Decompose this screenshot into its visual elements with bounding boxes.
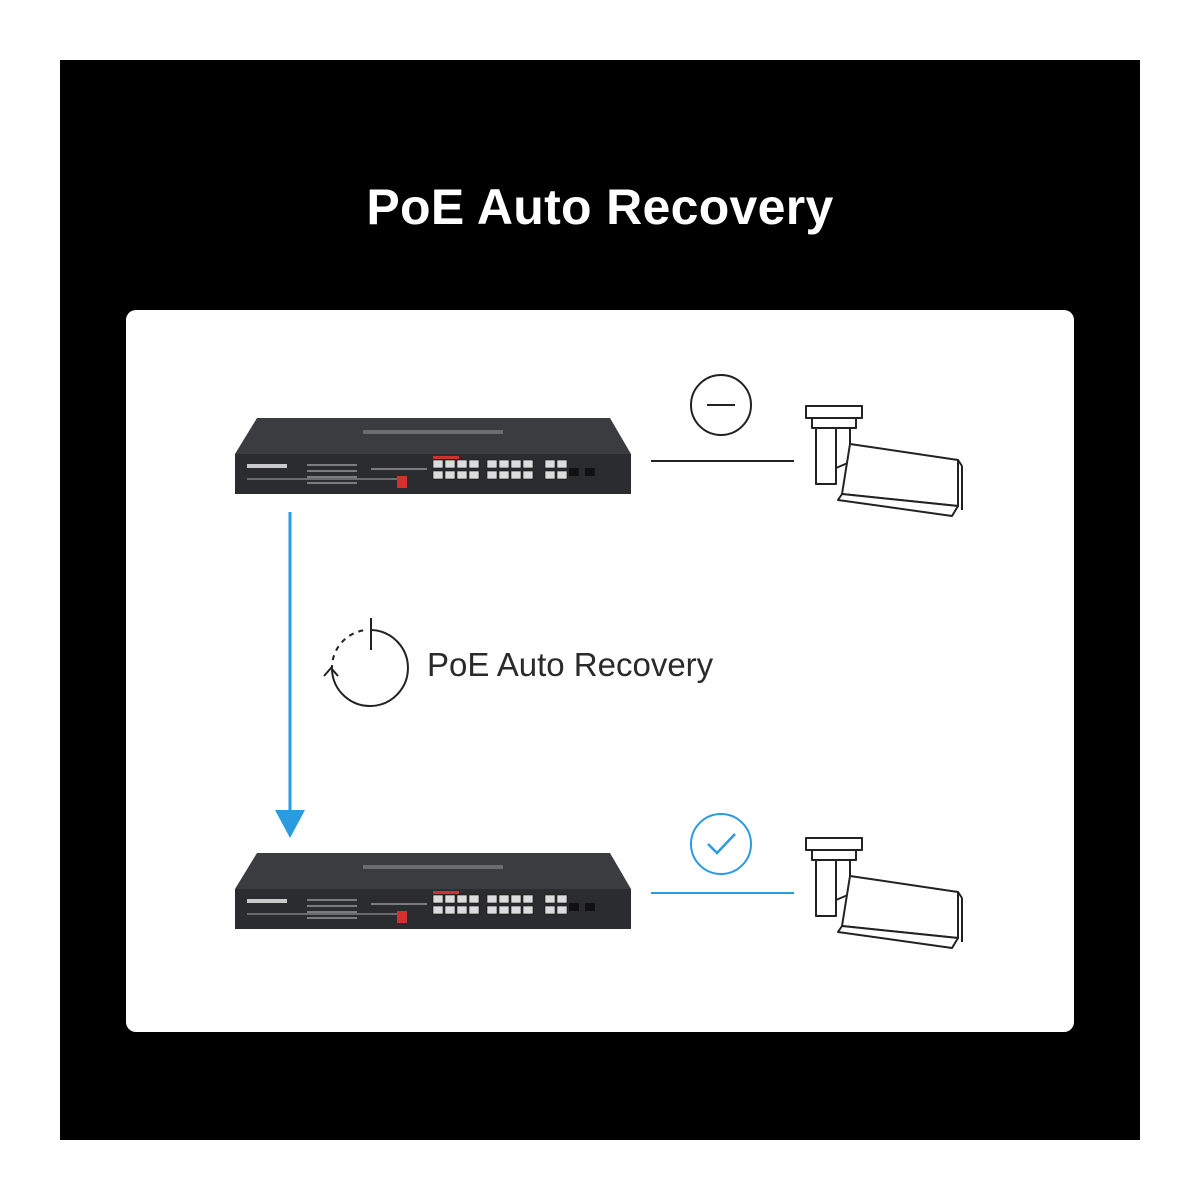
poe-switch-bottom <box>234 852 632 930</box>
poe-switch-top <box>234 417 632 495</box>
recovery-label: PoE Auto Recovery <box>427 646 714 683</box>
check-circle-icon <box>690 813 752 875</box>
bullet-camera-icon <box>805 405 963 517</box>
recovery-arrow <box>275 512 305 838</box>
bullet-camera-icon <box>805 837 963 949</box>
page-title: PoE Auto Recovery <box>366 179 834 235</box>
minus-circle-icon <box>690 374 752 436</box>
recovery-cycle-icon <box>323 618 409 707</box>
